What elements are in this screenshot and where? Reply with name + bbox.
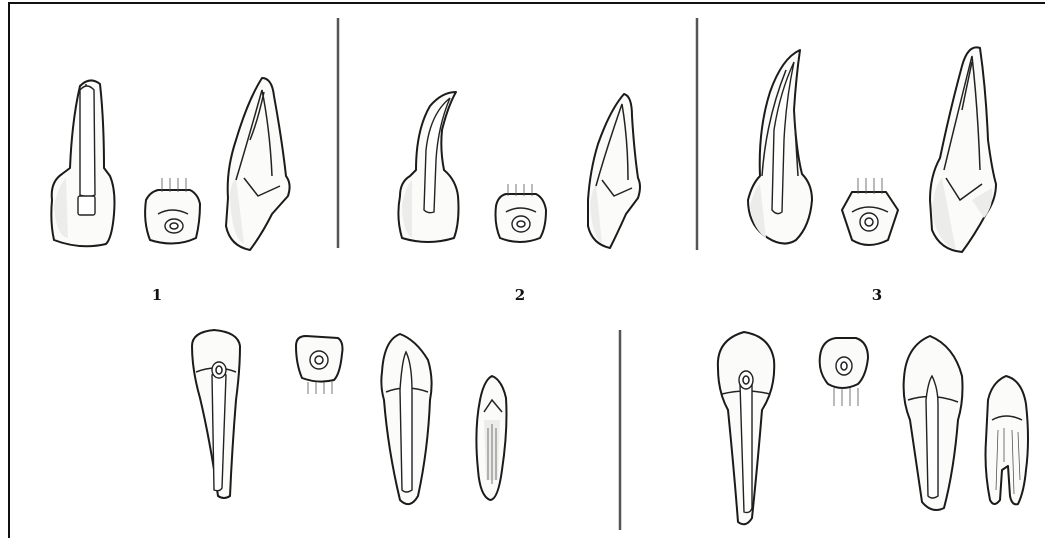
figure-label-3: 3	[862, 286, 892, 304]
tooth-group-1	[51, 78, 289, 250]
tooth-1-proximal-view	[226, 78, 290, 250]
figure-label-1: 1	[142, 286, 172, 304]
tooth-4-labial-view	[192, 330, 240, 498]
tooth-1-labial-view	[51, 80, 114, 246]
tooth-4-cross-section	[296, 336, 343, 394]
tooth-3-proximal-view	[930, 47, 996, 252]
tooth-3-cross-section	[842, 178, 898, 245]
tooth-group-3	[748, 47, 996, 252]
tooth-group-4	[192, 330, 507, 504]
tooth-2-cross-section	[496, 184, 547, 242]
tooth-1-cross-section	[145, 178, 200, 244]
figure-label-2: 2	[505, 286, 535, 304]
tooth-4-cusp-view	[476, 376, 506, 500]
tooth-2-proximal-view	[588, 94, 640, 248]
tooth-3-labial-view	[748, 50, 812, 244]
tooth-group-2	[398, 92, 640, 248]
tooth-5-labial-view	[718, 332, 774, 524]
tooth-5-root-view	[986, 376, 1029, 504]
tooth-group-5	[718, 332, 1028, 524]
tooth-5-cross-section	[820, 338, 868, 406]
tooth-4-proximal-view	[381, 334, 431, 504]
tooth-5-proximal-view	[904, 336, 963, 510]
tooth-2-labial-view	[398, 92, 458, 242]
